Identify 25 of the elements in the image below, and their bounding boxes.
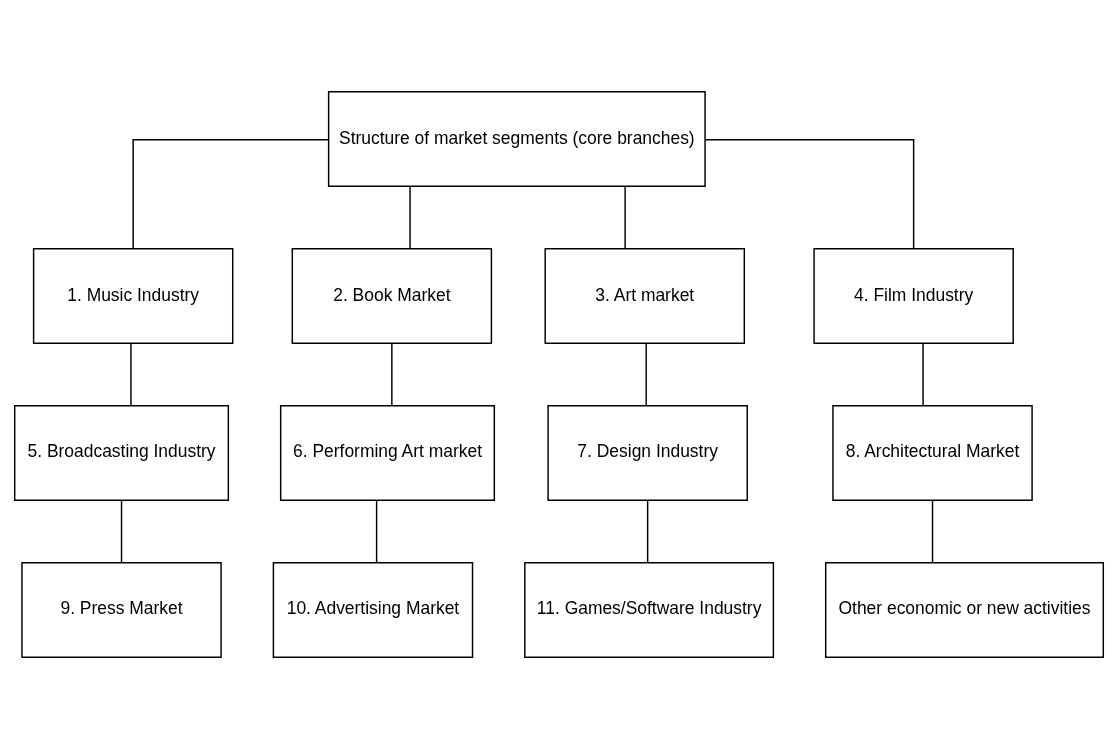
connector	[409, 185, 411, 250]
node-box: 2. Book Market	[291, 248, 493, 344]
node-box: 5. Broadcasting Industry	[13, 405, 230, 501]
connector	[931, 499, 934, 564]
connector	[624, 185, 626, 250]
connector	[130, 342, 132, 407]
node-box: 6. Performing Art market	[279, 405, 496, 501]
node-box: 7. Design Industry	[547, 405, 748, 501]
node-box: Other economic or new activities	[824, 562, 1105, 658]
node-box: 10. Advertising Market	[272, 562, 474, 658]
node-box: 1. Music Industry	[32, 248, 234, 344]
connector	[704, 139, 915, 250]
node-box: 11. Games/Software Industry	[524, 562, 775, 658]
connector	[922, 342, 924, 407]
connector	[375, 499, 378, 564]
node-box: 3. Art market	[544, 248, 746, 344]
node-box: Structure of market segments (core branches)	[327, 91, 706, 187]
node-box: 4. Film Industry	[813, 248, 1014, 344]
connector	[646, 499, 649, 564]
node-box: 9. Press Market	[21, 562, 222, 658]
connector	[645, 342, 647, 407]
node-box: 8. Architectural Market	[832, 405, 1033, 501]
connector	[132, 139, 330, 250]
connector	[391, 342, 393, 407]
connector	[120, 499, 123, 564]
